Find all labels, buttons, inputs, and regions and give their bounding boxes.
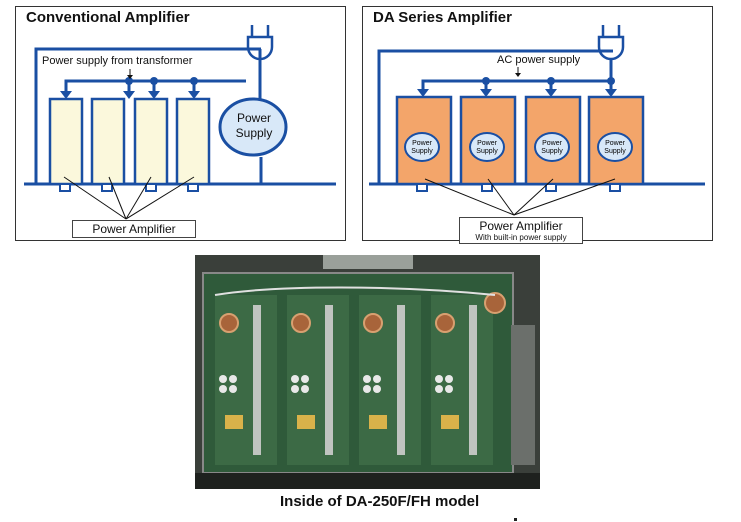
da-mini-ps-2-line1: Power [477, 140, 497, 147]
conv-amp-box-3 [133, 97, 169, 186]
conventional-title: Conventional Amplifier [26, 9, 190, 26]
da-mini-ps-2-line2: Supply [476, 148, 498, 155]
conventional-amp-callout: Power Amplifier [72, 220, 196, 238]
da-amp-callout-title: Power Amplifier [479, 219, 563, 233]
da-series-amplifier-diagram: DA Series Amplifier [362, 6, 713, 244]
da-amp-callout: Power Amplifier With built-in power supp… [459, 217, 583, 244]
da-mini-ps-4-line2: Supply [604, 148, 626, 155]
da-supply-label: AC power supply [497, 54, 581, 66]
conv-ps-line1: Power [236, 111, 271, 125]
da-series-title: DA Series Amplifier [373, 9, 512, 26]
conventional-supply-label: Power supply from transformer [42, 55, 193, 67]
da-mini-ps-4-line1: Power [605, 140, 625, 147]
stray-dot [514, 518, 517, 521]
da-mini-ps-3-line2: Supply [541, 148, 563, 155]
conventional-amplifier-diagram: Conventional Amplifier [15, 6, 346, 241]
circuit-board-photo [195, 255, 540, 489]
da-mini-ps-1-line2: Supply [411, 148, 433, 155]
photo-caption: Inside of DA-250F/FH model [280, 493, 480, 510]
da-amp-callout-sub: With built-in power supply [475, 233, 567, 242]
conv-amp-box-2 [90, 97, 126, 186]
circuit-board-illustration [195, 255, 540, 489]
da-mini-ps-3-line1: Power [542, 140, 562, 147]
da-mini-ps-1-line1: Power [412, 140, 432, 147]
conv-amp-box-4 [175, 97, 211, 186]
conv-ps-line2: Supply [235, 126, 273, 140]
conventional-power-supply-label: Power Supply [224, 111, 284, 141]
conv-amp-box-1 [48, 97, 84, 186]
conventional-schematic [24, 25, 336, 220]
da-series-schematic [369, 25, 705, 216]
